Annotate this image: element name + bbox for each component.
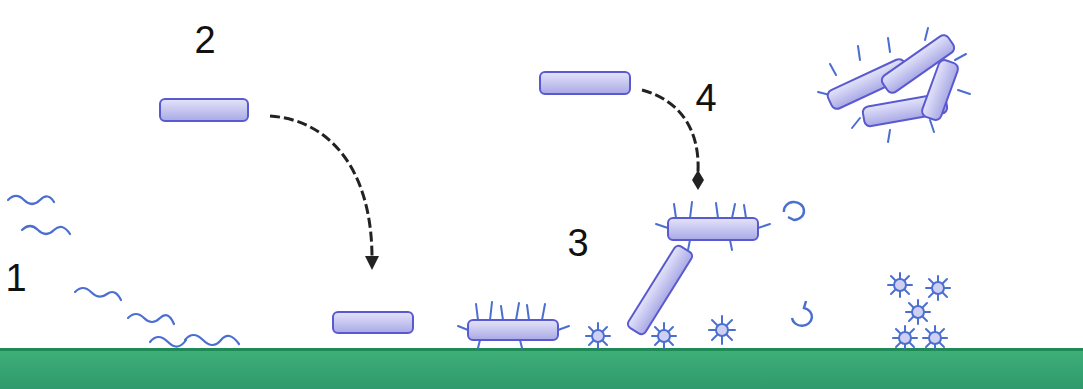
callout-number: 2 [194, 21, 215, 59]
movement-arrow [642, 90, 698, 172]
tilted-rod [626, 244, 694, 336]
bacterium-rod [540, 72, 630, 94]
dispersed-rods [826, 33, 960, 127]
bacterium-rod [160, 99, 248, 121]
movement-arrow [270, 116, 372, 258]
callout-number: 4 [695, 79, 716, 117]
pili [458, 302, 569, 348]
piliated-rod [668, 218, 758, 240]
arrow-head [692, 170, 704, 190]
cycle-arrows [784, 202, 812, 326]
piliated-rod [468, 320, 558, 340]
microcolony-cells [586, 316, 735, 348]
biofilm-cluster [888, 273, 950, 348]
planktonic-cells [8, 196, 239, 347]
callout-number: 1 [5, 259, 26, 297]
surface-edge [0, 348, 1083, 351]
callout-number: 3 [567, 224, 588, 262]
arrow-head [365, 256, 379, 270]
surface-ground [0, 349, 1083, 389]
attached-rod [333, 312, 413, 333]
dispersed-cluster [818, 28, 970, 142]
pili [656, 202, 770, 250]
